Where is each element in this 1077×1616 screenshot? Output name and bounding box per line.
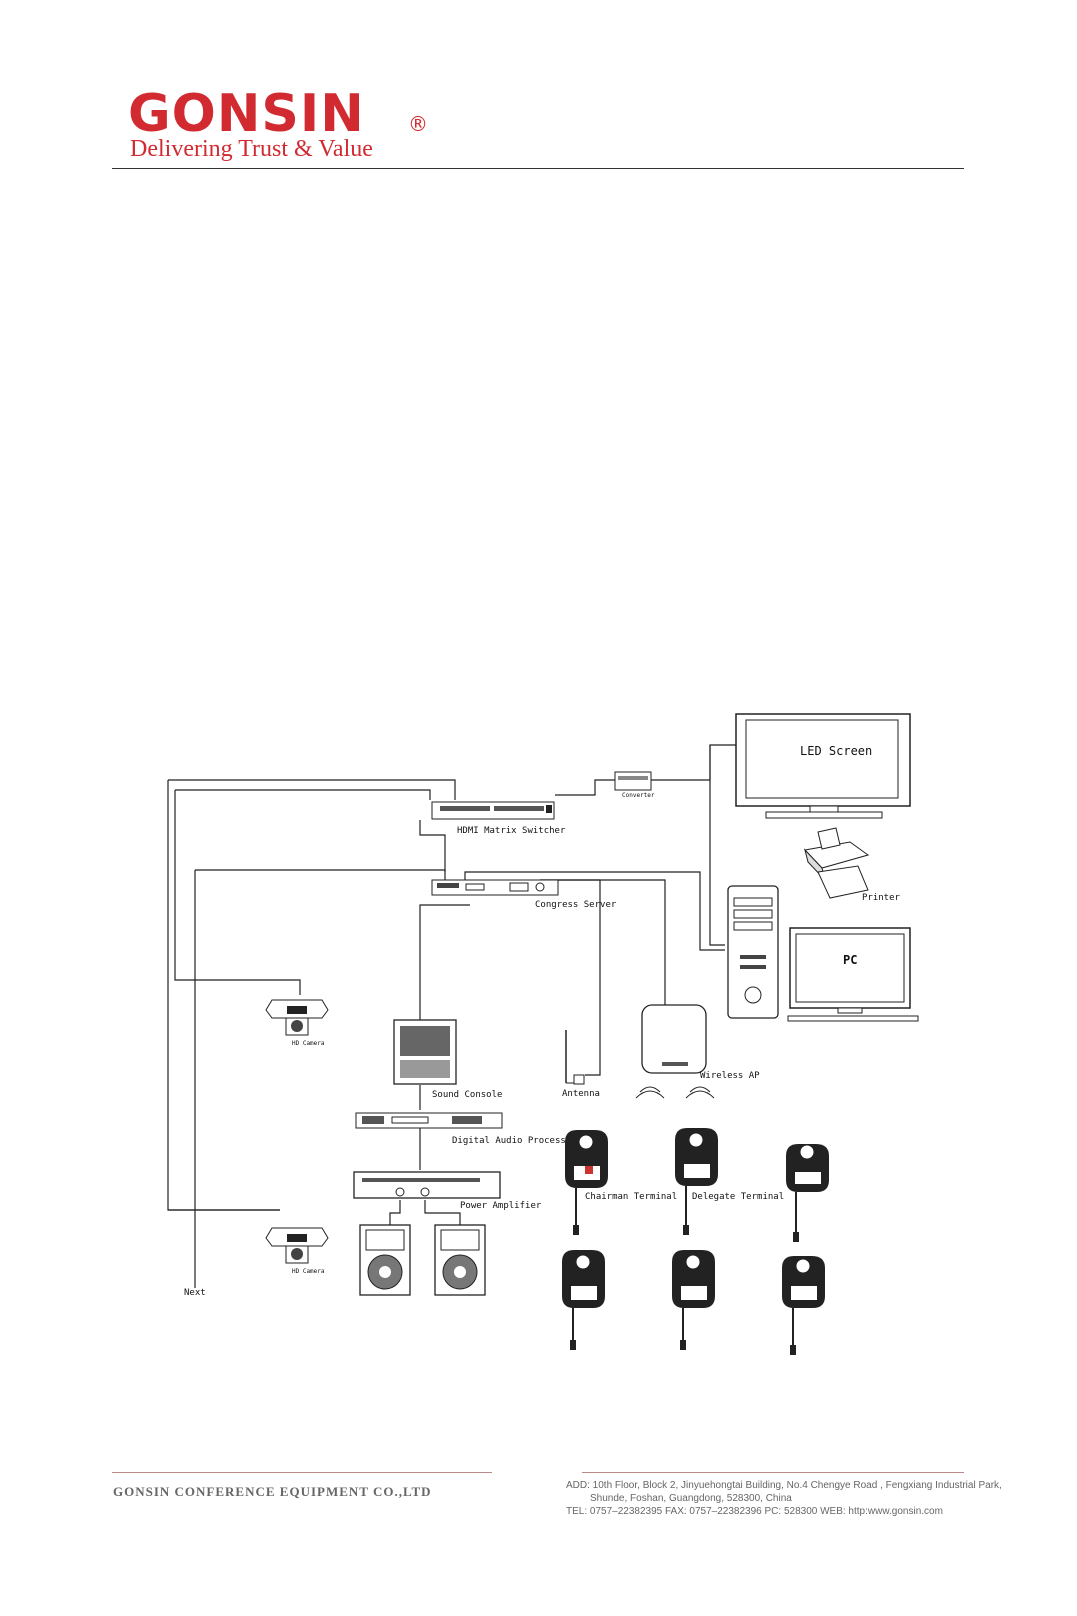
delegate-terminal-icon-4 xyxy=(562,1250,605,1350)
antenna-label: Antenna xyxy=(562,1089,600,1099)
next-label: Next xyxy=(184,1288,206,1298)
digital-audio-processor-label: Digital Audio Processor xyxy=(452,1136,577,1146)
speaker-left-icon xyxy=(359,1224,411,1296)
hdmi-matrix-switcher-icon xyxy=(431,801,555,820)
delegate-terminal-icon-5 xyxy=(672,1250,715,1350)
delegate-terminal-icon-6 xyxy=(782,1256,825,1355)
wire-led-pc xyxy=(709,745,725,946)
congress-server-icon xyxy=(431,879,559,896)
header-divider xyxy=(112,168,964,169)
sound-console-label: Sound Console xyxy=(432,1090,502,1100)
power-amplifier-icon xyxy=(353,1171,501,1199)
wire-amp-spk-right xyxy=(424,1200,461,1225)
wire-hdmi-converter xyxy=(555,779,615,796)
converter-icon xyxy=(614,771,652,791)
wireless-ap-label: Wireless AP xyxy=(700,1071,760,1081)
congress-server-label: Congress Server xyxy=(535,900,617,910)
delegate-terminal-icon xyxy=(675,1128,718,1235)
converter-label: Converter xyxy=(622,792,655,799)
delegate-terminal-icon-3 xyxy=(786,1144,829,1242)
pc-label: PC xyxy=(843,953,857,967)
printer-label: Printer xyxy=(862,893,901,903)
pc-tower-icon xyxy=(727,885,779,1019)
footer-address-line1: ADD: 10th Floor, Block 2, Jinyuehongtai … xyxy=(566,1480,1002,1491)
wire-top-loop xyxy=(168,779,456,800)
wire-hdmi-cam xyxy=(175,789,431,800)
power-amplifier-label: Power Amplifier xyxy=(460,1201,542,1211)
wire-server-pc xyxy=(464,871,725,951)
wireless-ap-icon xyxy=(635,1004,715,1099)
delegate-terminal-label: Delegate Terminal xyxy=(692,1192,784,1202)
wire-amp-spk-left xyxy=(389,1200,401,1225)
hd-camera-top-icon xyxy=(265,999,329,1036)
chairman-terminal-icon xyxy=(565,1130,608,1235)
printer-icon xyxy=(804,827,870,899)
wire-server-antenna xyxy=(540,879,601,1076)
sound-console-icon xyxy=(393,1019,457,1085)
footer-divider-left xyxy=(112,1472,492,1473)
wire-converter-led xyxy=(650,744,740,781)
antenna-icon xyxy=(565,1030,585,1085)
hdmi-matrix-switcher-label: HDMI Matrix Switcher xyxy=(457,826,566,836)
wire-left-outer xyxy=(167,780,280,1211)
hd-camera-top-label: HD Camera xyxy=(292,1040,325,1047)
footer-address-line2: Shunde, Foshan, Guangdong, 528300, China xyxy=(590,1493,792,1504)
digital-audio-processor-icon xyxy=(355,1112,503,1129)
chairman-terminal-label: Chairman Terminal xyxy=(585,1192,677,1202)
wire-server-console xyxy=(419,904,470,1020)
speaker-right-icon xyxy=(434,1224,486,1296)
led-screen-icon xyxy=(735,713,911,819)
footer-contact-line: TEL: 0757–22382395 FAX: 0757–22382396 PC… xyxy=(566,1506,943,1517)
wire-hdmi-out xyxy=(419,820,446,872)
wire-server-ap xyxy=(540,879,666,1005)
registered-mark: ® xyxy=(408,112,428,136)
wire-server-left xyxy=(195,869,446,880)
footer-divider-right xyxy=(582,1472,964,1473)
brand-tagline: Delivering Trust & Value xyxy=(130,136,373,162)
pc-monitor-icon xyxy=(787,927,919,1022)
wire-left-inner xyxy=(174,790,301,995)
led-screen-label: LED Screen xyxy=(800,744,872,758)
hd-camera-bottom-label: HD Camera xyxy=(292,1268,325,1275)
brand-logo: GONSIN xyxy=(128,84,365,144)
hd-camera-bottom-icon xyxy=(265,1227,329,1264)
footer-company-name: GONSIN CONFERENCE EQUIPMENT CO.,LTD xyxy=(113,1484,432,1499)
